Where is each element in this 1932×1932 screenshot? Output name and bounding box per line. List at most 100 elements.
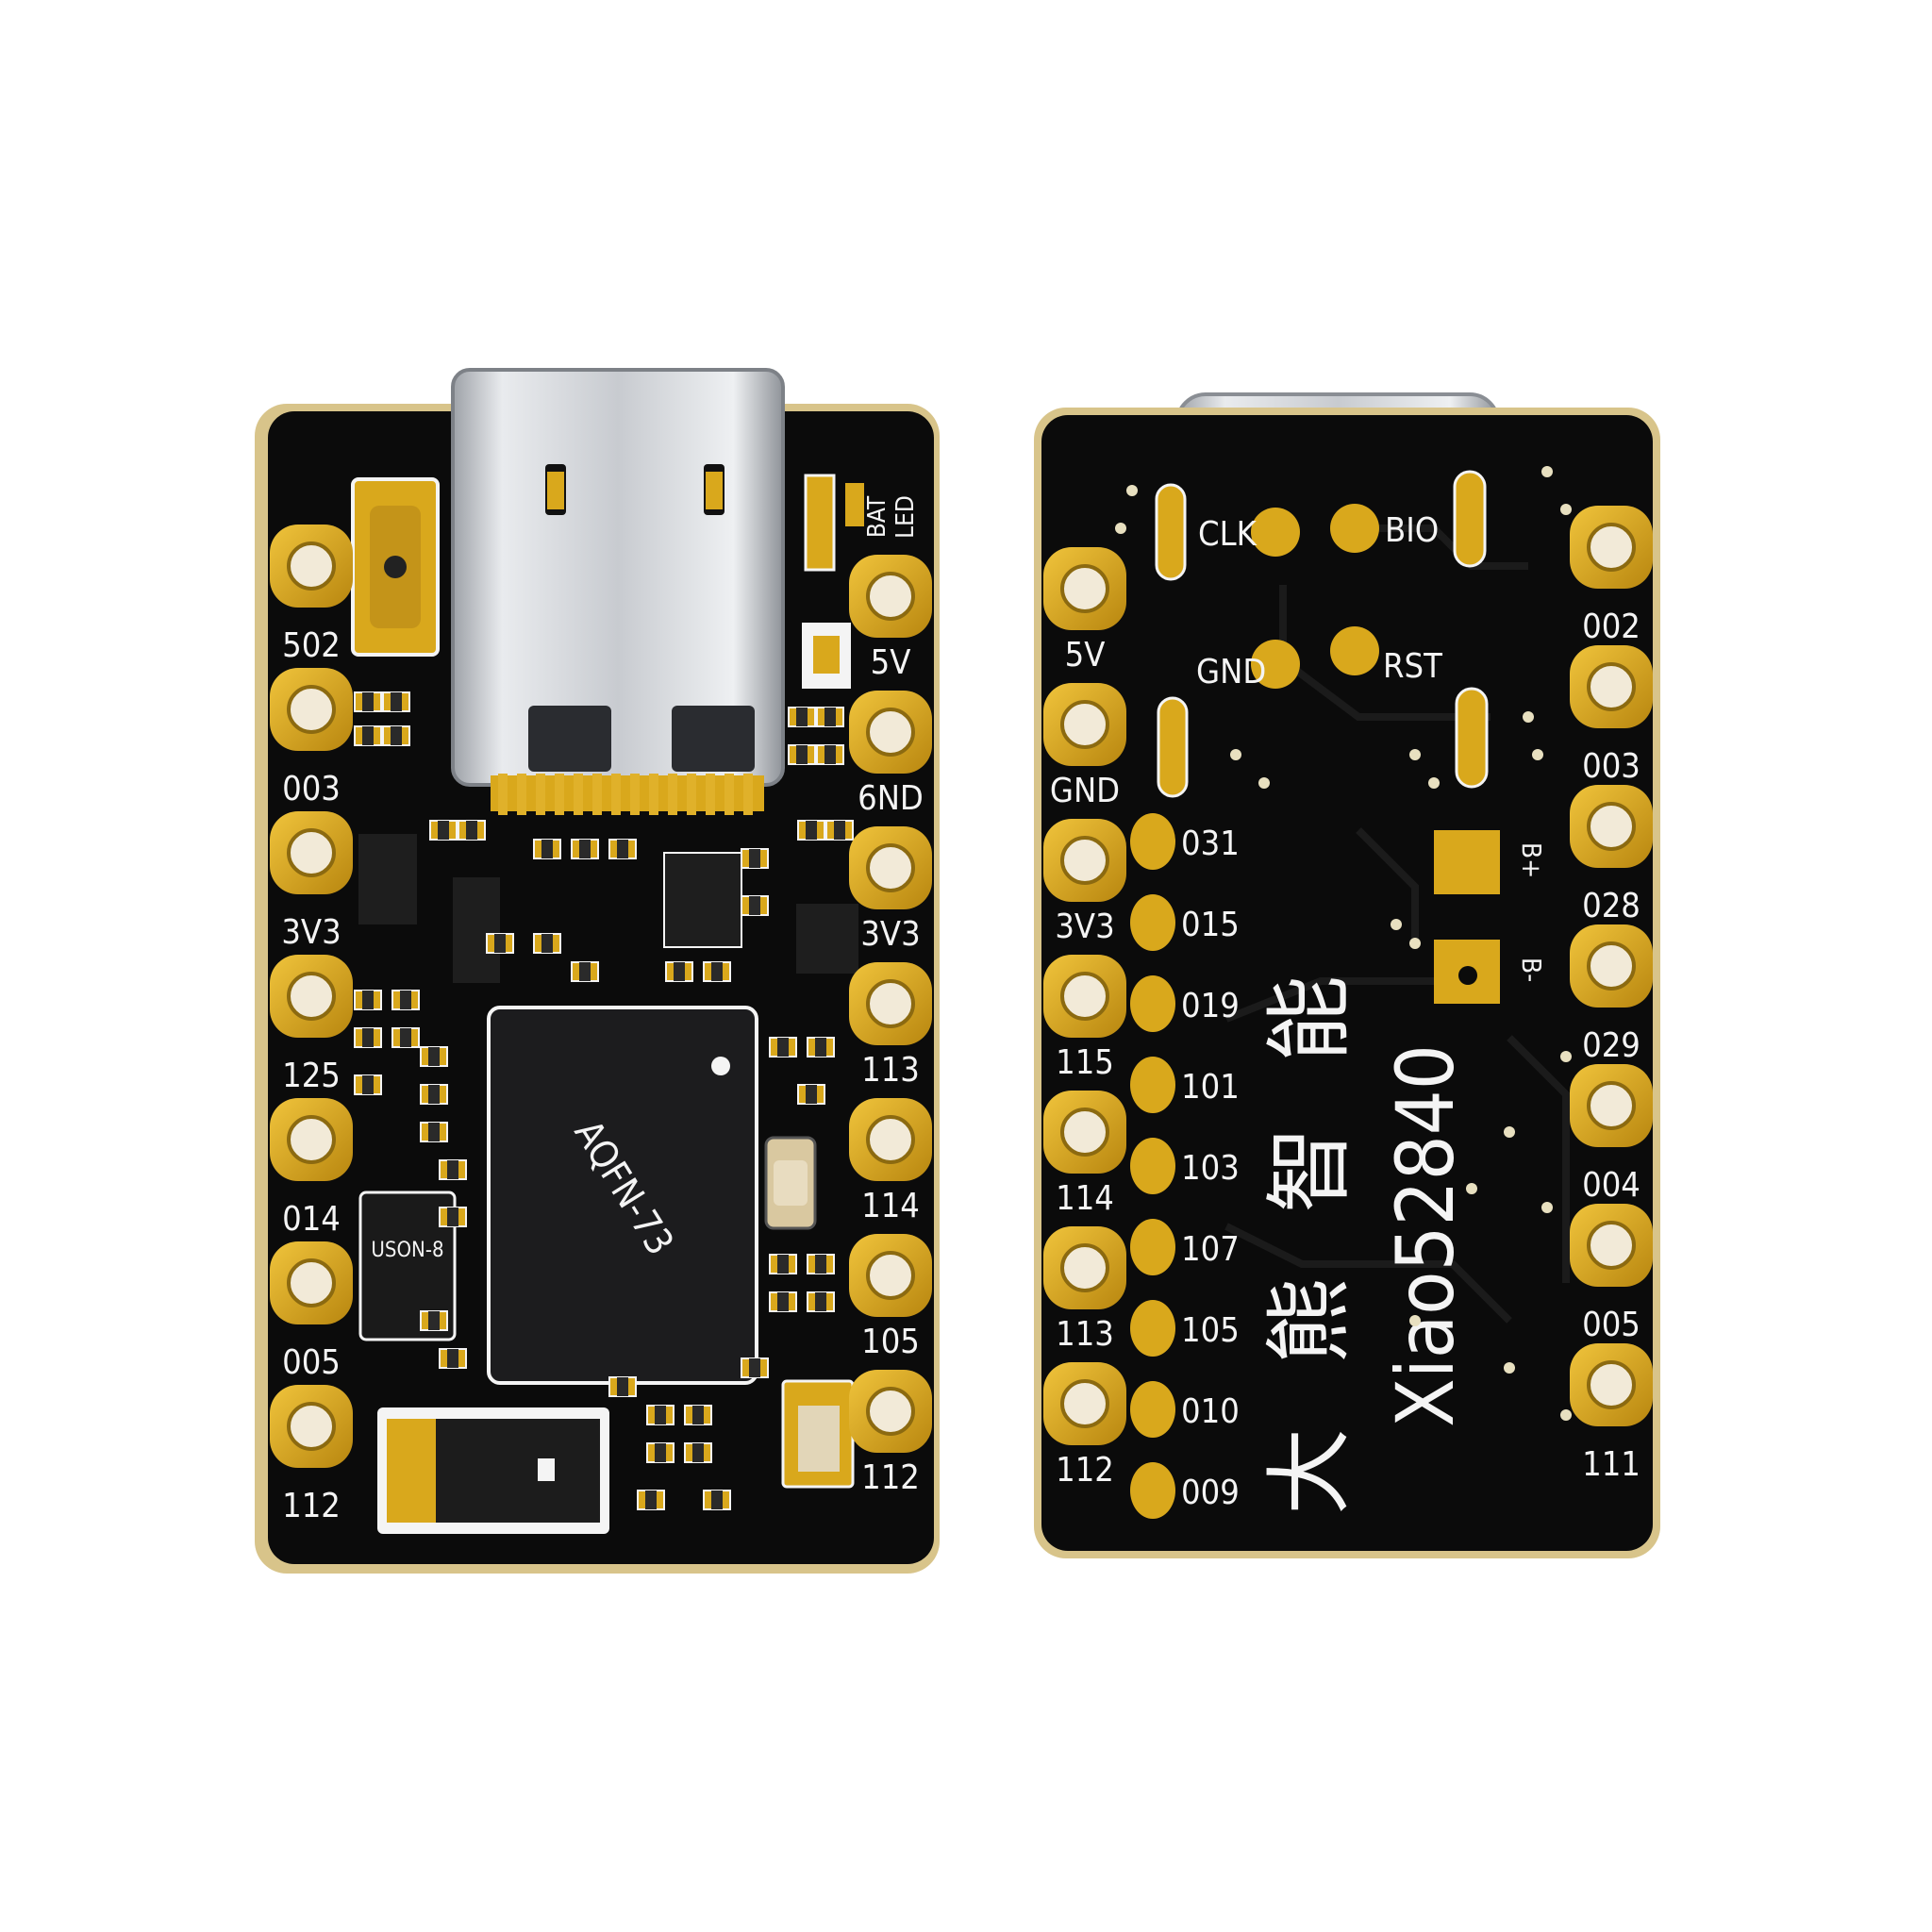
usb-contact [630,774,640,815]
smd-body [579,962,591,981]
via [1560,1409,1572,1421]
main-chip: AQFN-73 [487,1006,758,1385]
pin-label: 6ND [858,779,924,818]
pad-hole [1587,1360,1636,1409]
pin-label: 003 [282,770,341,808]
label-gnd: GND [1196,653,1266,691]
via [1532,749,1543,760]
pin-label: 115 [1056,1043,1114,1082]
pad-hole [287,1258,336,1307]
usb-contact [724,774,734,815]
inner-pad [1130,1057,1175,1113]
usb-contact [611,774,621,815]
small-chip-label: USON-8 [371,1239,443,1262]
smd-body [692,1443,704,1462]
pad-hole [1060,564,1109,613]
smd-body [617,840,628,858]
pad-hole [1060,1108,1109,1157]
smd-body [362,692,374,711]
inner-pin-label: 031 [1181,824,1240,863]
pin-label: 003 [1582,747,1641,786]
pad-hole [287,828,336,877]
smd-body [749,1358,760,1377]
pin-label: 114 [861,1187,920,1225]
pin-label: 029 [1582,1026,1641,1065]
smd-body [617,1377,628,1396]
pad-hole [866,1387,915,1436]
label-b-minus: B- [1516,958,1547,982]
via [1409,1315,1421,1326]
via [1391,919,1402,930]
via [1504,1126,1515,1138]
usb-contact [592,774,602,815]
label-rst: RST [1383,647,1442,686]
pin-label: 5V [871,643,911,682]
smd-body [447,1160,458,1179]
pad-hole [287,972,336,1021]
back-board: CLK BIO GND RST B+ B- 031015019101103107… [1034,392,1660,1558]
led-label-bat: BAT [863,495,891,538]
pin-label: 002 [1582,608,1641,646]
pin-label: 005 [282,1343,341,1382]
via [1466,1183,1477,1194]
smd-body [777,1255,789,1274]
inner-pad [1130,1138,1175,1194]
reset-button [351,477,440,657]
via [1115,523,1126,534]
smd-body [655,1443,666,1462]
smd-body [494,934,506,953]
smd-body [815,1038,826,1057]
bat-led-area: BAT LED [802,474,920,689]
smd-body [806,821,817,840]
pin-label: 112 [1056,1451,1114,1490]
model-name: Xiao52840 [1379,1044,1472,1427]
pin-label: 028 [1582,887,1641,925]
pin-label: 3V3 [860,915,920,954]
inner-pin-label: 103 [1181,1149,1240,1188]
pad-hole [1060,700,1109,749]
back-traces [1224,525,1570,1324]
via [1428,777,1440,789]
smd-body [645,1491,657,1509]
usb-contact [668,774,677,815]
smd-body [362,991,374,1009]
smd-body [777,1038,789,1057]
via [1541,1202,1553,1213]
smd-body [541,934,553,953]
smd-body [777,1292,789,1311]
smd-body [834,821,845,840]
smd-body [824,745,836,764]
via [1504,1362,1515,1374]
smd-body [749,849,760,868]
pad-hole [1060,836,1109,885]
pin-label: 3V3 [281,913,341,952]
pad-hole [866,572,915,621]
usb-contact [649,774,658,815]
pad-hole [866,843,915,892]
crystal [764,1136,817,1230]
pin-label: 004 [1582,1166,1641,1205]
smd-body [447,1349,458,1368]
usb-contact [706,774,715,815]
pin-label: 5V [1065,636,1106,675]
usb-contact-pins [498,774,753,815]
smd-body [815,1292,826,1311]
pad-hole [1060,1379,1109,1428]
brand-char-3: 智 [1259,1126,1360,1213]
smd-body [711,962,723,981]
smd-body [796,708,808,726]
smd-body [749,896,760,915]
battery-pads: B+ B- [1434,830,1547,1004]
smd-body [400,991,411,1009]
smd-body [400,1028,411,1047]
pad-hole [287,1115,336,1164]
usb-contact [517,774,526,815]
smd-body [362,1075,374,1094]
inner-pad [1130,975,1175,1032]
brand-char-2: 熊 [1259,1277,1360,1364]
smd-body [711,1491,723,1509]
smd-body [466,821,477,840]
smd-body [438,821,449,840]
